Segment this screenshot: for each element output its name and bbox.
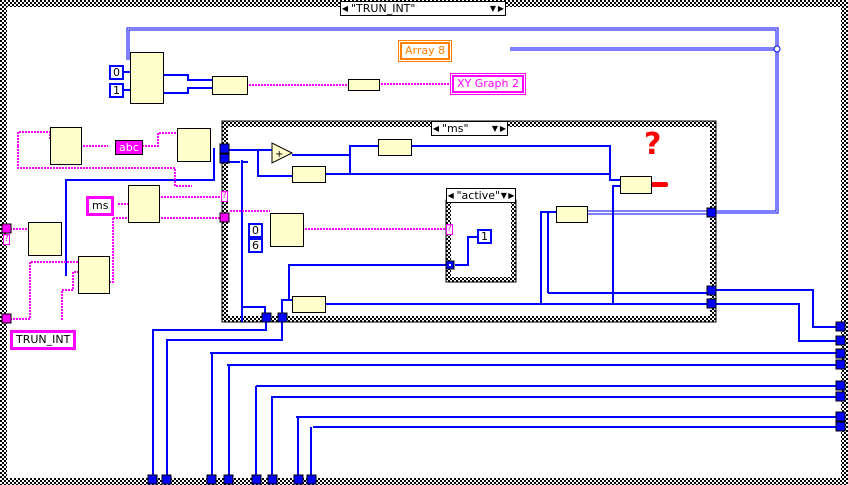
bundle-node[interactable] — [212, 76, 248, 95]
decrement-arrow-icon[interactable]: ◀ — [341, 4, 349, 13]
build-array-node[interactable] — [378, 139, 412, 156]
question-annotation: ? — [644, 127, 662, 162]
build-array-node-5[interactable] — [292, 296, 326, 313]
match-pattern-node-3[interactable] — [78, 256, 110, 294]
decimal-string-to-number-node-2[interactable] — [28, 222, 62, 256]
increment-arrow-icon[interactable]: ▶ — [508, 191, 515, 200]
array-wires — [126, 27, 779, 215]
decrement-arrow-icon[interactable]: ◀ — [447, 191, 454, 200]
unwired-tunnel-indicator-3: ? — [446, 224, 453, 235]
index-array-node[interactable] — [130, 52, 164, 104]
outer-case-selector[interactable]: ◀ "TRUN_INT" ▼ ▶ — [340, 1, 506, 16]
index-constant-1[interactable]: 1 — [109, 83, 124, 98]
active-case-selector[interactable]: ◀ "active" ▼ ▶ — [446, 188, 516, 203]
plus-icon: + — [275, 149, 283, 160]
decimal-string-to-number-node[interactable] — [177, 128, 211, 162]
index-constant-0[interactable]: 0 — [109, 65, 124, 80]
increment-arrow-icon[interactable]: ▶ — [499, 124, 507, 133]
ms-string-constant[interactable]: ms — [86, 196, 115, 216]
array8-indicator[interactable]: Array 8 — [397, 40, 453, 62]
tunnels[interactable] — [1, 143, 846, 485]
string-display-node[interactable]: abc — [115, 140, 143, 155]
build-array-node-2[interactable] — [292, 166, 326, 183]
case-selector-label: "active" — [456, 189, 501, 202]
match-pattern-node[interactable] — [50, 127, 82, 165]
dropdown-arrow-icon[interactable]: ▼ — [500, 191, 507, 200]
subset-length-constant[interactable]: 6 — [248, 238, 263, 253]
match-pattern-node-2[interactable] — [128, 185, 160, 223]
unwired-tunnel-indicator-2: ? — [3, 234, 10, 245]
decrement-arrow-icon[interactable]: ◀ — [432, 124, 440, 133]
wire-junction — [773, 45, 781, 53]
dropdown-arrow-icon[interactable]: ▼ — [489, 4, 497, 13]
dropdown-arrow-icon[interactable]: ▼ — [491, 124, 499, 133]
active-value-constant[interactable]: 1 — [477, 229, 492, 244]
string-subset-node[interactable] — [270, 213, 304, 247]
build-array-node-3[interactable] — [620, 176, 652, 194]
increment-arrow-icon[interactable]: ▶ — [497, 4, 505, 13]
case-selector-label: "ms" — [442, 122, 469, 135]
subset-index-constant[interactable]: 0 — [248, 223, 263, 238]
unwired-tunnel-indicator: ? — [221, 191, 228, 202]
to-dynamic-node[interactable] — [348, 79, 380, 91]
build-array-node-4[interactable] — [556, 206, 588, 223]
xy-graph2-indicator[interactable]: XY Graph 2 — [450, 73, 526, 95]
trun-int-string-constant[interactable]: TRUN_INT — [10, 330, 77, 350]
case-selector-label: "TRUN_INT" — [351, 2, 416, 15]
ms-case-selector[interactable]: ◀ "ms" ▼ ▶ — [431, 121, 508, 136]
annotation-dash — [650, 182, 668, 187]
string-wires — [7, 83, 450, 320]
integer-wires — [65, 71, 840, 478]
add-function[interactable] — [271, 142, 294, 164]
